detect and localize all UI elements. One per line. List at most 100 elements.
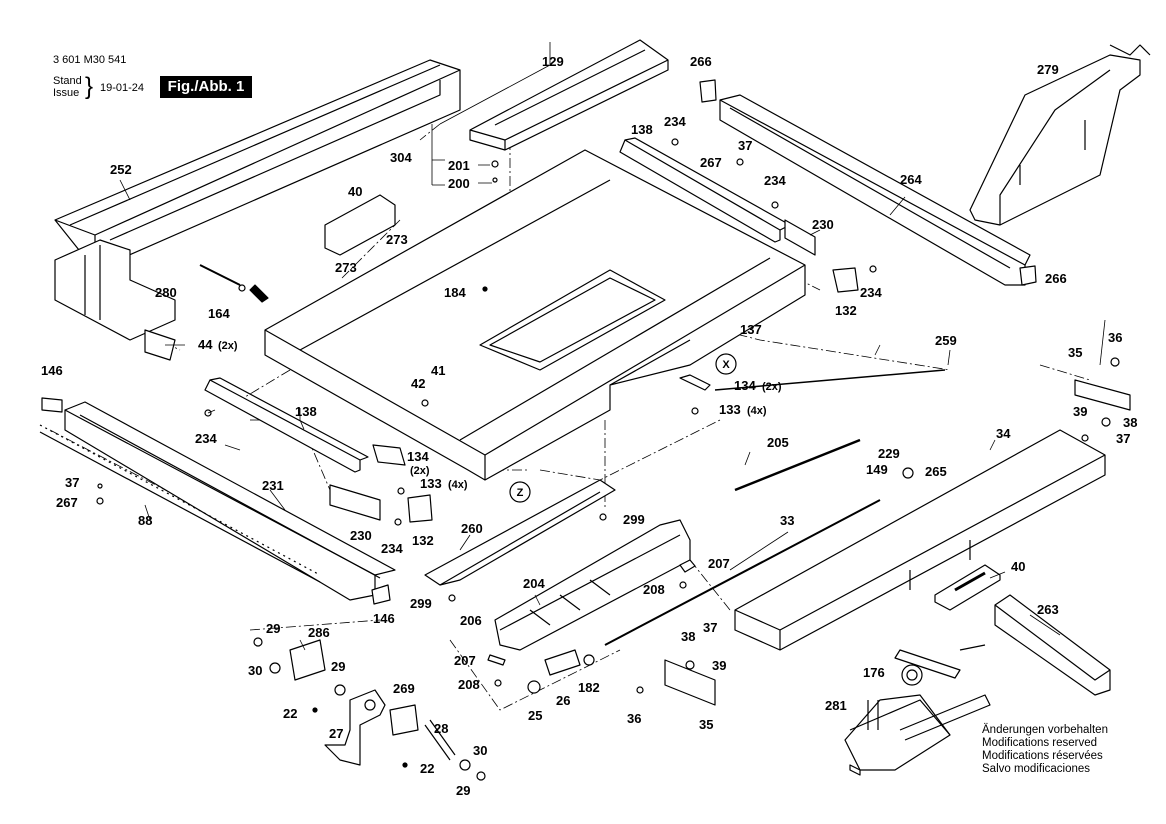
right-rail: [719, 94, 1031, 286]
stand-label: Stand: [53, 75, 82, 87]
rods: [604, 369, 946, 646]
part-label: 134: [734, 378, 756, 393]
svg-text:Z: Z: [517, 487, 524, 499]
part-label: 204: [523, 576, 545, 591]
part-label: 267: [56, 495, 78, 510]
rail-263: [994, 594, 1111, 696]
part-label: 35: [1068, 345, 1082, 360]
part-label: 229: [878, 446, 900, 461]
part-label: 299: [623, 512, 645, 527]
part-label: 26: [556, 693, 570, 708]
note-english: Modifications reserved: [982, 737, 1098, 749]
part-label: 299: [410, 596, 432, 611]
brace: }: [85, 73, 94, 100]
part-label: 25: [528, 708, 542, 723]
front-lower-rail: [204, 377, 369, 473]
part-label: 138: [295, 404, 317, 419]
part-label: 146: [373, 611, 395, 626]
part-label: 41: [431, 363, 445, 378]
part-label: 264: [900, 172, 922, 187]
motor-housing: [494, 519, 691, 651]
part-label: 36: [627, 711, 641, 726]
part-label: 269: [393, 681, 415, 696]
part-label: 37: [1116, 431, 1130, 446]
part-label: 137: [740, 322, 762, 337]
table-extension: [734, 429, 1106, 651]
part-label: 133: [420, 476, 442, 491]
part-label: 30: [473, 743, 487, 758]
quantity-label: (2x): [410, 465, 430, 477]
quantity-label: (4x): [747, 405, 767, 417]
marker-x: X: [715, 353, 737, 375]
front-rail: [39, 401, 396, 601]
part-label: 129: [542, 54, 564, 69]
part-label: 34: [996, 426, 1011, 441]
quantity-label: (2x): [218, 340, 238, 352]
part-label: 164: [208, 306, 230, 321]
table-insert: [469, 39, 669, 151]
part-label: 234: [664, 114, 686, 129]
part-label: 37: [703, 620, 717, 635]
part-label: 208: [643, 582, 665, 597]
miter-gauge: [844, 644, 991, 776]
part-label: 231: [262, 478, 284, 493]
part-label: 133: [719, 402, 741, 417]
part-label: 33: [780, 513, 794, 528]
part-label: 205: [767, 435, 789, 450]
part-label: 266: [690, 54, 712, 69]
left-rail-assembly: [54, 59, 461, 341]
part-label: 266: [1045, 271, 1067, 286]
quantity-labels: (2x) (2x) (4x) (2x) (4x): [218, 340, 782, 491]
part-label: 286: [308, 625, 330, 640]
part-label: 30: [248, 663, 262, 678]
small-parts: [41, 79, 1131, 781]
modification-notes: Änderungen vorbehalten Modifications res…: [982, 724, 1108, 776]
marker-z: Z: [509, 481, 531, 503]
figure-badge: Fig./Abb. 1: [160, 76, 252, 98]
quantity-label: (4x): [448, 479, 468, 491]
label-plate: [934, 564, 1001, 611]
part-label: 134: [407, 449, 429, 464]
part-labels: 129 266 279 252 138 234 37 267 304 201 2…: [41, 54, 1137, 798]
part-label: 176: [863, 665, 885, 680]
part-label: 22: [283, 706, 297, 721]
part-label: 132: [412, 533, 434, 548]
part-label: 40: [348, 184, 362, 199]
part-label: 206: [460, 613, 482, 628]
blade-guard: [969, 44, 1151, 226]
part-label: 207: [708, 556, 730, 571]
part-label: 273: [386, 232, 408, 247]
part-label: 132: [835, 303, 857, 318]
part-label: 40: [1011, 559, 1025, 574]
part-label: 279: [1037, 62, 1059, 77]
part-label: 29: [331, 659, 345, 674]
part-label: 36: [1108, 330, 1122, 345]
part-label: 88: [138, 513, 152, 528]
part-label: 29: [266, 621, 280, 636]
part-label: 184: [444, 285, 466, 300]
part-label: 35: [699, 717, 713, 732]
note-spanish: Salvo modificaciones: [982, 763, 1091, 775]
issue-date: 19-01-24: [100, 82, 145, 94]
svg-text:X: X: [722, 359, 730, 371]
part-label: 259: [935, 333, 957, 348]
part-label: 265: [925, 464, 947, 479]
part-label: 263: [1037, 602, 1059, 617]
part-label: 281: [825, 698, 847, 713]
part-label: 39: [712, 658, 726, 673]
part-label: 234: [764, 173, 786, 188]
part-label: 234: [381, 541, 403, 556]
part-label: 273: [335, 260, 357, 275]
part-label: 37: [738, 138, 752, 153]
part-label: 39: [1073, 404, 1087, 419]
part-label: 28: [434, 721, 448, 736]
part-label: 138: [631, 122, 653, 137]
note-french: Modifications réservées: [982, 750, 1103, 762]
part-label: 182: [578, 680, 600, 695]
note-german: Änderungen vorbehalten: [982, 724, 1108, 736]
part-label: 201: [448, 158, 470, 173]
bracket-27: [324, 689, 386, 766]
part-label: 260: [461, 521, 483, 536]
